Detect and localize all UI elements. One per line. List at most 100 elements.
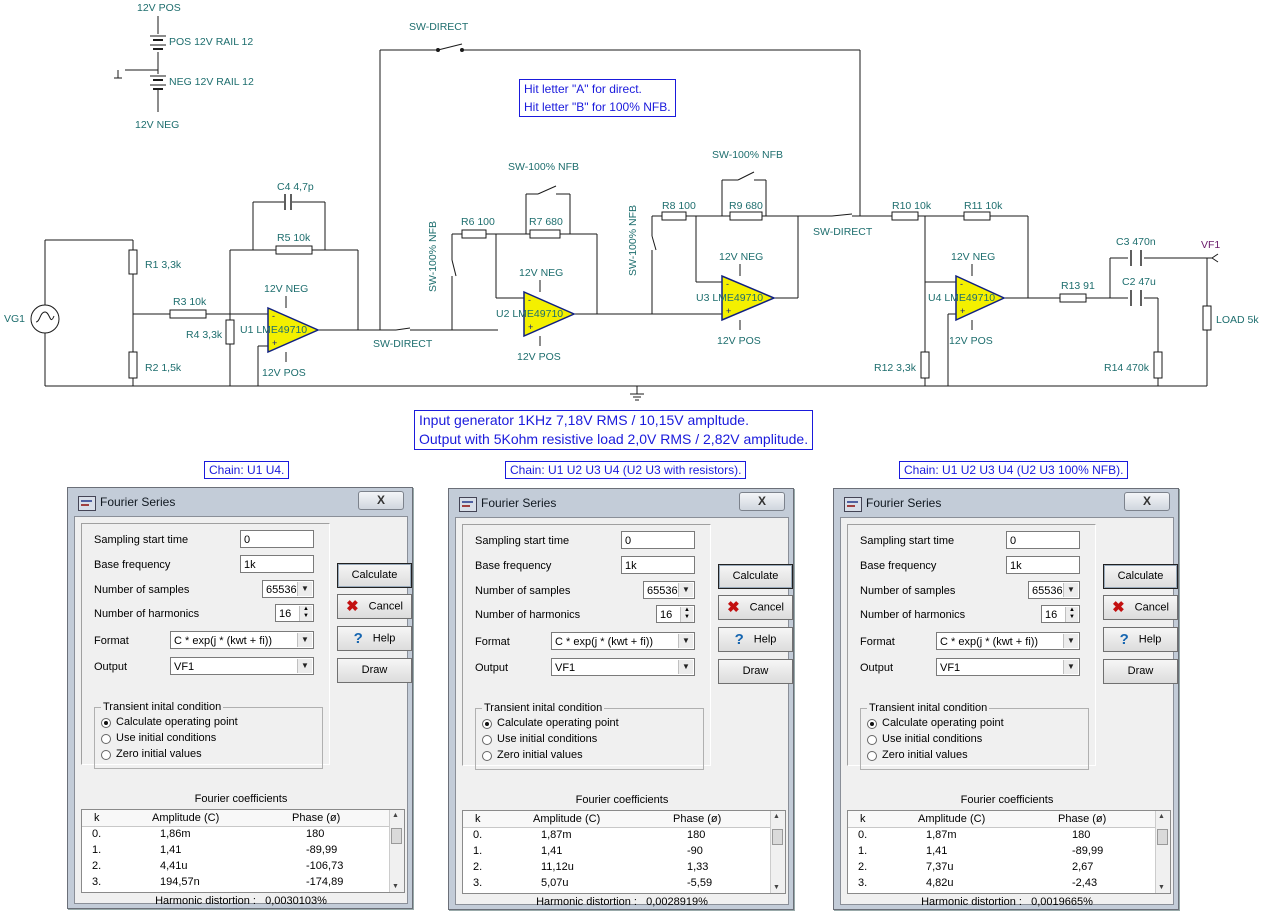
cancel-button[interactable]: ✖Cancel bbox=[718, 595, 793, 620]
chevron-down-icon[interactable]: ▼ bbox=[678, 660, 693, 674]
harmonics-stepper[interactable]: 16 ▲▼ bbox=[1041, 605, 1080, 623]
sampling-start-input[interactable]: 0 bbox=[621, 531, 695, 549]
scroll-down-icon[interactable]: ▼ bbox=[773, 884, 780, 891]
base-frequency-input[interactable]: 1k bbox=[621, 556, 695, 574]
spin-arrows-icon[interactable]: ▲▼ bbox=[680, 607, 693, 622]
scroll-thumb[interactable] bbox=[772, 829, 783, 845]
radio-zero-initial[interactable] bbox=[867, 751, 877, 761]
radio-operating-point[interactable] bbox=[101, 718, 111, 728]
radio-zero-initial[interactable] bbox=[482, 751, 492, 761]
draw-button[interactable]: Draw bbox=[1103, 659, 1178, 684]
calculate-button[interactable]: Calculate bbox=[337, 563, 412, 588]
chevron-down-icon[interactable]: ▼ bbox=[1063, 634, 1078, 648]
opamps bbox=[267, 274, 1006, 354]
samples-label: Number of samples bbox=[860, 585, 956, 597]
scroll-down-icon[interactable]: ▼ bbox=[392, 883, 399, 890]
label-c2: C2 47u bbox=[1122, 276, 1156, 288]
calculate-button[interactable]: Calculate bbox=[718, 564, 793, 589]
app-icon bbox=[78, 496, 96, 511]
chevron-down-icon[interactable]: ▼ bbox=[297, 633, 312, 647]
close-button[interactable]: X bbox=[739, 492, 785, 511]
settings-panel: Sampling start time 0 Base frequency 1k … bbox=[81, 523, 330, 769]
radio-initial-conditions-label[interactable]: Use initial conditions bbox=[497, 733, 598, 745]
radio-operating-point[interactable] bbox=[867, 719, 877, 729]
draw-button[interactable]: Draw bbox=[718, 659, 793, 684]
scroll-up-icon[interactable]: ▲ bbox=[773, 813, 780, 820]
info-line-1: Input generator 1KHz 7,18V RMS / 10,15V … bbox=[419, 412, 749, 428]
close-button[interactable]: X bbox=[358, 491, 404, 510]
output-select[interactable]: VF1 ▼ bbox=[936, 658, 1080, 676]
harmonics-stepper[interactable]: 16 ▲▼ bbox=[656, 605, 695, 623]
transient-group-title: Transient inital condition bbox=[867, 702, 990, 714]
chevron-down-icon[interactable]: ▼ bbox=[297, 582, 312, 596]
table-scrollbar[interactable]: ▲ ▼ bbox=[1155, 811, 1170, 893]
radio-initial-conditions[interactable] bbox=[101, 734, 111, 744]
radio-zero-initial[interactable] bbox=[101, 750, 111, 760]
help-button[interactable]: ?Help bbox=[1103, 627, 1178, 652]
radio-operating-point-label[interactable]: Calculate operating point bbox=[882, 717, 1004, 729]
dialog-title: Fourier Series bbox=[100, 495, 176, 509]
radio-operating-point-label[interactable]: Calculate operating point bbox=[497, 717, 619, 729]
scroll-down-icon[interactable]: ▼ bbox=[1158, 884, 1165, 891]
samples-select[interactable]: 65536 ▼ bbox=[1028, 581, 1080, 599]
help-button[interactable]: ?Help bbox=[718, 627, 793, 652]
calculate-button[interactable]: Calculate bbox=[1103, 564, 1178, 589]
output-value: VF1 bbox=[940, 662, 961, 674]
chevron-down-icon[interactable]: ▼ bbox=[678, 583, 693, 597]
radio-zero-initial-label[interactable]: Zero initial values bbox=[882, 749, 968, 761]
settings-panel: Sampling start time 0 Base frequency 1k … bbox=[462, 524, 711, 770]
harmonics-stepper[interactable]: 16 ▲▼ bbox=[275, 604, 314, 622]
spin-arrows-icon[interactable]: ▲▼ bbox=[1065, 607, 1078, 622]
sampling-start-label: Sampling start time bbox=[860, 535, 955, 547]
base-frequency-input[interactable]: 1k bbox=[1006, 556, 1080, 574]
radio-initial-conditions-label[interactable]: Use initial conditions bbox=[116, 732, 217, 744]
close-button[interactable]: X bbox=[1124, 492, 1170, 511]
chain-label-1: Chain: U1 U4. bbox=[204, 461, 290, 479]
draw-button[interactable]: Draw bbox=[337, 658, 412, 683]
format-select[interactable]: C * exp(j * (kwt + fi)) ▼ bbox=[551, 632, 695, 650]
radio-zero-initial-label[interactable]: Zero initial values bbox=[116, 748, 202, 760]
samples-select[interactable]: 65536 ▼ bbox=[262, 580, 314, 598]
radio-zero-initial-label[interactable]: Zero initial values bbox=[497, 749, 583, 761]
sampling-start-input[interactable]: 0 bbox=[240, 530, 314, 548]
cancel-button[interactable]: ✖Cancel bbox=[337, 594, 412, 619]
format-label: Format bbox=[475, 636, 510, 648]
chevron-down-icon[interactable]: ▼ bbox=[297, 659, 312, 673]
scroll-thumb[interactable] bbox=[391, 828, 402, 844]
scroll-up-icon[interactable]: ▲ bbox=[1158, 813, 1165, 820]
table-scrollbar[interactable]: ▲ ▼ bbox=[389, 810, 404, 892]
label-u4-pos: 12V POS bbox=[949, 335, 993, 347]
sampling-start-input[interactable]: 0 bbox=[1006, 531, 1080, 549]
radio-operating-point[interactable] bbox=[482, 719, 492, 729]
dialog-title: Fourier Series bbox=[866, 496, 942, 510]
row-phase: 1,33 bbox=[687, 861, 709, 873]
format-select[interactable]: C * exp(j * (kwt + fi)) ▼ bbox=[170, 631, 314, 649]
radio-initial-conditions[interactable] bbox=[867, 735, 877, 745]
radio-operating-point-label[interactable]: Calculate operating point bbox=[116, 716, 238, 728]
dialog-titlebar[interactable]: Fourier Series X bbox=[449, 489, 793, 517]
settings-panel: Sampling start time 0 Base frequency 1k … bbox=[847, 524, 1096, 770]
format-select[interactable]: C * exp(j * (kwt + fi)) ▼ bbox=[936, 632, 1080, 650]
dialog-titlebar[interactable]: Fourier Series X bbox=[68, 488, 412, 516]
help-button[interactable]: ?Help bbox=[337, 626, 412, 651]
chevron-down-icon[interactable]: ▼ bbox=[1063, 583, 1078, 597]
row-phase: 48,02 bbox=[306, 892, 334, 893]
base-frequency-input[interactable]: 1k bbox=[240, 555, 314, 573]
samples-select[interactable]: 65536 ▼ bbox=[643, 581, 695, 599]
radio-initial-conditions-label[interactable]: Use initial conditions bbox=[882, 733, 983, 745]
scroll-up-icon[interactable]: ▲ bbox=[392, 812, 399, 819]
scroll-thumb[interactable] bbox=[1157, 829, 1168, 845]
output-select[interactable]: VF1 ▼ bbox=[551, 658, 695, 676]
output-select[interactable]: VF1 ▼ bbox=[170, 657, 314, 675]
chevron-down-icon[interactable]: ▼ bbox=[1063, 660, 1078, 674]
table-scrollbar[interactable]: ▲ ▼ bbox=[770, 811, 785, 893]
label-r10: R10 10k bbox=[892, 200, 932, 212]
radio-initial-conditions[interactable] bbox=[482, 735, 492, 745]
chevron-down-icon[interactable]: ▼ bbox=[678, 634, 693, 648]
dialog-titlebar[interactable]: Fourier Series X bbox=[834, 489, 1178, 517]
spin-arrows-icon[interactable]: ▲▼ bbox=[299, 606, 312, 621]
cancel-button[interactable]: ✖Cancel bbox=[1103, 595, 1178, 620]
